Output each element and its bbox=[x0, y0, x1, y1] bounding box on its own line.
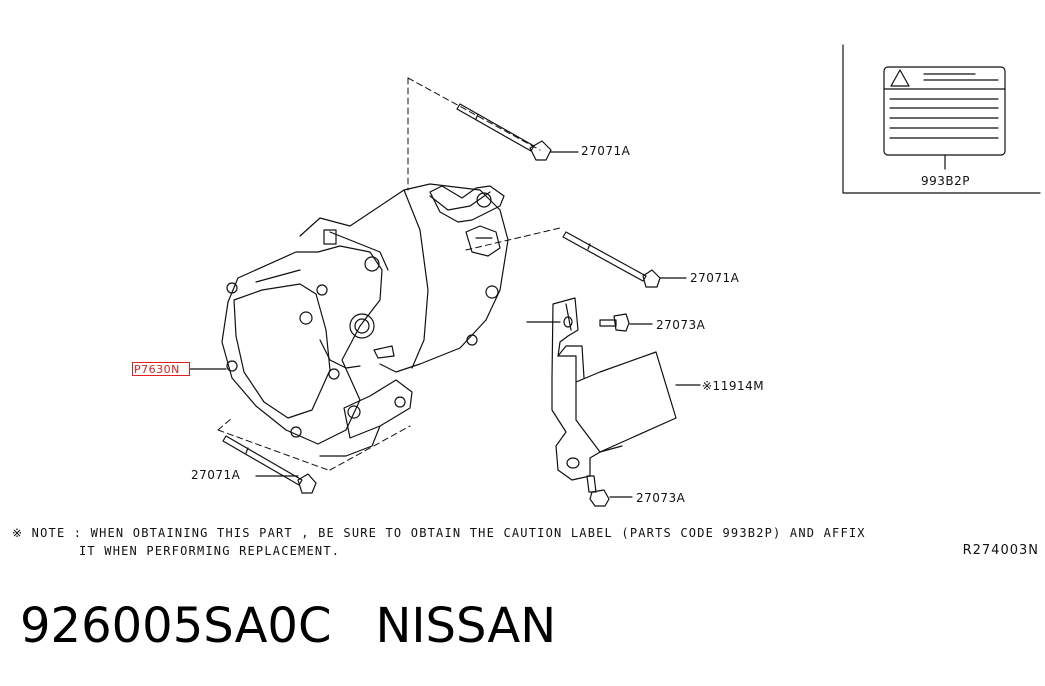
callout-screw-upper: 27073A bbox=[656, 318, 706, 332]
callout-caution-label: 993B2P bbox=[921, 174, 970, 188]
callout-labels: 27071A 27071A 27071A 27073A 27073A ※1191… bbox=[134, 144, 970, 505]
bolt-bottom bbox=[222, 435, 317, 494]
callout-bolt-right: 27071A bbox=[690, 271, 740, 285]
caution-label-inset bbox=[842, 44, 1041, 194]
compressor-body bbox=[189, 183, 509, 457]
reference-code: R274003N bbox=[962, 543, 1039, 558]
callout-bolt-top: 27071A bbox=[581, 144, 631, 158]
note-line-1: ※ NOTE : WHEN OBTAINING THIS PART , BE S… bbox=[12, 526, 866, 540]
screw-upper bbox=[526, 313, 653, 332]
note-line-2: IT WHEN PERFORMING REPLACEMENT. bbox=[79, 544, 341, 558]
compressor-callout-highlight bbox=[132, 362, 190, 376]
bolt-top bbox=[456, 103, 579, 161]
bolt-right bbox=[562, 231, 687, 288]
bracket-11914m bbox=[551, 297, 701, 481]
brand-name: NISSAN bbox=[375, 598, 557, 654]
callout-screw-lower: 27073A bbox=[636, 491, 686, 505]
callout-bolt-bottom: 27071A bbox=[191, 468, 241, 482]
guide-lines bbox=[217, 77, 561, 471]
callout-compressor: P7630N bbox=[134, 363, 180, 376]
part-number: 926005SA0C bbox=[20, 598, 332, 654]
callout-bracket: ※11914M bbox=[702, 379, 764, 393]
footer: 926005SA0C NISSAN bbox=[20, 598, 600, 654]
screw-lower bbox=[586, 475, 633, 507]
